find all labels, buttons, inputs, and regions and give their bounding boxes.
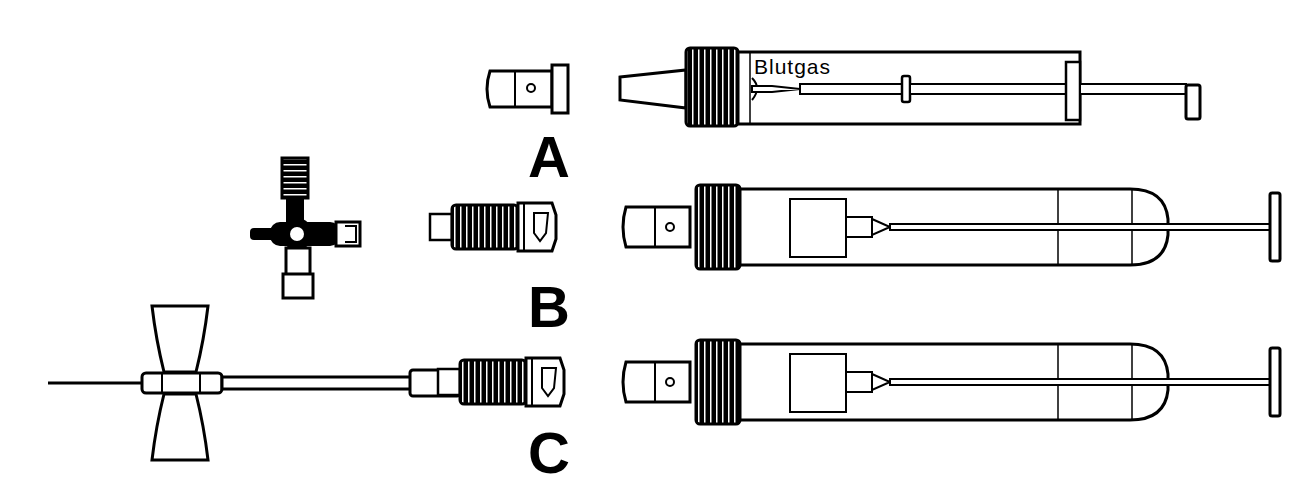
product-name: Blutgas	[754, 56, 831, 77]
figure-letter: B	[528, 278, 570, 336]
figure-letter: A	[528, 128, 570, 186]
figure-letter: C	[528, 424, 570, 482]
